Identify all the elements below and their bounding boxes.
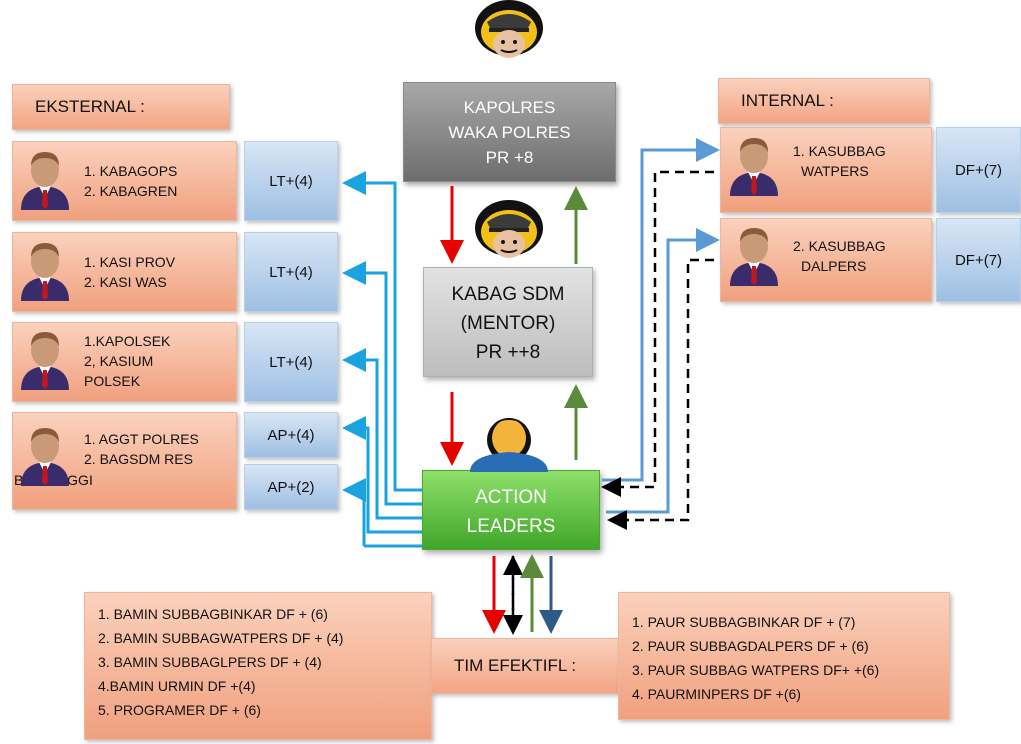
tim-right-list-text: 1. PAUR SUBBAGBINKAR DF + (7) 2. PAUR SU…: [632, 610, 879, 706]
external-card-2-line-2: 2. KASI WAS: [84, 274, 167, 290]
feedback-connectors: [503, 170, 714, 635]
external-connectors: [342, 171, 422, 548]
action-leaders-line-1: ACTION: [475, 487, 547, 508]
tim-left-list: [84, 592, 432, 740]
external-card-1-line-2: 2. KABAGREN: [84, 183, 178, 199]
tim-left-list-text: 1. BAMIN SUBBAGBINKAR DF + (6) 2. BAMIN …: [98, 602, 343, 722]
mentor-line-3: PR ++8: [475, 342, 541, 363]
internal-card-1-line-1: 1. KASUBBAG: [793, 143, 886, 159]
kapolres-line-3: PR +8: [485, 148, 534, 167]
external-card-3-line-1: 1.KAPOLSEK: [84, 333, 171, 349]
tim-left-item-2: 2. BAMIN SUBBAGWATPERS DF + (4): [98, 630, 344, 646]
tim-right-list: [618, 592, 950, 720]
external-badge-4b: AP+(2): [244, 464, 338, 510]
external-card-1-line-1: 1. KABAGOPS: [84, 163, 178, 179]
tim-right-item-1: 1. PAUR SUBBAGBINKAR DF + (7): [632, 614, 856, 630]
tim-left-item-1: 1. BAMIN SUBBAGBINKAR DF + (6): [98, 606, 328, 622]
kapolres-box: KAPOLRES WAKA POLRES PR +8: [403, 82, 616, 182]
internal-card-1-text: 1. KASUBBAG WATPERS: [793, 141, 886, 181]
external-card-4-line-1: 1. AGGT POLRES: [84, 431, 199, 447]
police-officer-icon: [474, 199, 544, 259]
external-badge-1: LT+(4): [244, 141, 338, 221]
internal-connectors: [602, 138, 720, 514]
external-badge-4b-label: AP+(2): [267, 478, 315, 496]
report-arrows: [520, 186, 588, 632]
internal-card-1-line-2: WATPERS: [801, 163, 869, 179]
external-card-3-line-2: 2, KASIUM: [84, 353, 154, 369]
external-card-3-line-3: POLSEK: [84, 373, 141, 389]
person-icon: [730, 138, 778, 196]
tim-left-item-4: 4.BAMIN URMIN DF +(4): [98, 678, 256, 694]
police-officer-icon: [474, 0, 544, 59]
tim-efektif-label: TIM EFEKTIFL :: [454, 656, 577, 675]
external-badge-4a: AP+(4): [244, 412, 338, 458]
external-badge-3-label: LT+(4): [269, 353, 313, 371]
internal-badge-2: DF+(7): [936, 218, 1021, 302]
internal-badge-1-label: DF+(7): [954, 161, 1003, 179]
tim-right-item-3: 3. PAUR SUBBAG WATPERS DF+ +(6): [632, 662, 880, 678]
person-icon: [21, 332, 69, 390]
mentor-box: KABAG SDM (MENTOR) PR ++8: [423, 267, 593, 377]
external-header: EKSTERNAL :: [12, 84, 230, 130]
tim-right-item-4: 4. PAURMINPERS DF +(6): [632, 686, 801, 702]
mentor-line-2: (MENTOR): [460, 313, 556, 334]
internal-badge-1: DF+(7): [936, 127, 1021, 213]
external-badge-1-label: LT+(4): [269, 172, 313, 190]
internal-card-2-line-2: DALPERS: [801, 258, 867, 274]
tim-efektif-box: TIM EFEKTIFL :: [431, 638, 619, 694]
internal-header: INTERNAL :: [718, 78, 930, 124]
external-badge-3: LT+(4): [244, 322, 338, 402]
internal-header-label: INTERNAL :: [741, 91, 834, 110]
action-leaders-line-2: LEADERS: [466, 516, 556, 537]
internal-card-2-text: 2. KASUBBAG DALPERS: [793, 236, 886, 276]
external-card-1-text: 1. KABAGOPS 2. KABAGREN: [84, 161, 177, 201]
external-header-label: EKSTERNAL :: [35, 97, 145, 116]
person-icon: [21, 428, 69, 486]
internal-badge-2-label: DF+(7): [954, 251, 1003, 269]
mentor-line-1: KABAG SDM: [451, 284, 565, 305]
external-card-4-text: 1. AGGT POLRES 2. BAGSDM RES: [84, 429, 199, 469]
external-card-4-line-2: 2. BAGSDM RES: [84, 451, 193, 467]
external-card-2-text: 1. KASI PROV 2. KASI WAS: [84, 252, 175, 292]
tim-right-item-2: 2. PAUR SUBBAGDALPERS DF + (6): [632, 638, 869, 654]
instruction-arrows: [440, 186, 506, 634]
external-badge-2: LT+(4): [244, 232, 338, 312]
internal-card-2-line-1: 2. KASUBBAG: [793, 238, 886, 254]
person-icon: [21, 243, 69, 301]
kapolres-line-1: KAPOLRES: [463, 98, 556, 117]
leader-person-icon: [470, 418, 548, 472]
external-card-3-text: 1.KAPOLSEK 2, KASIUM POLSEK: [84, 331, 170, 391]
external-card-2-line-1: 1. KASI PROV: [84, 254, 176, 270]
external-badge-2-label: LT+(4): [269, 263, 313, 281]
tim-left-item-3: 3. BAMIN SUBBAGLPERS DF + (4): [98, 654, 322, 670]
person-icon: [730, 228, 778, 286]
person-icon: [21, 152, 69, 210]
kapolres-line-2: WAKA POLRES: [448, 123, 571, 142]
external-badge-4a-label: AP+(4): [267, 426, 315, 444]
tim-left-item-5: 5. PROGRAMER DF + (6): [98, 702, 261, 718]
